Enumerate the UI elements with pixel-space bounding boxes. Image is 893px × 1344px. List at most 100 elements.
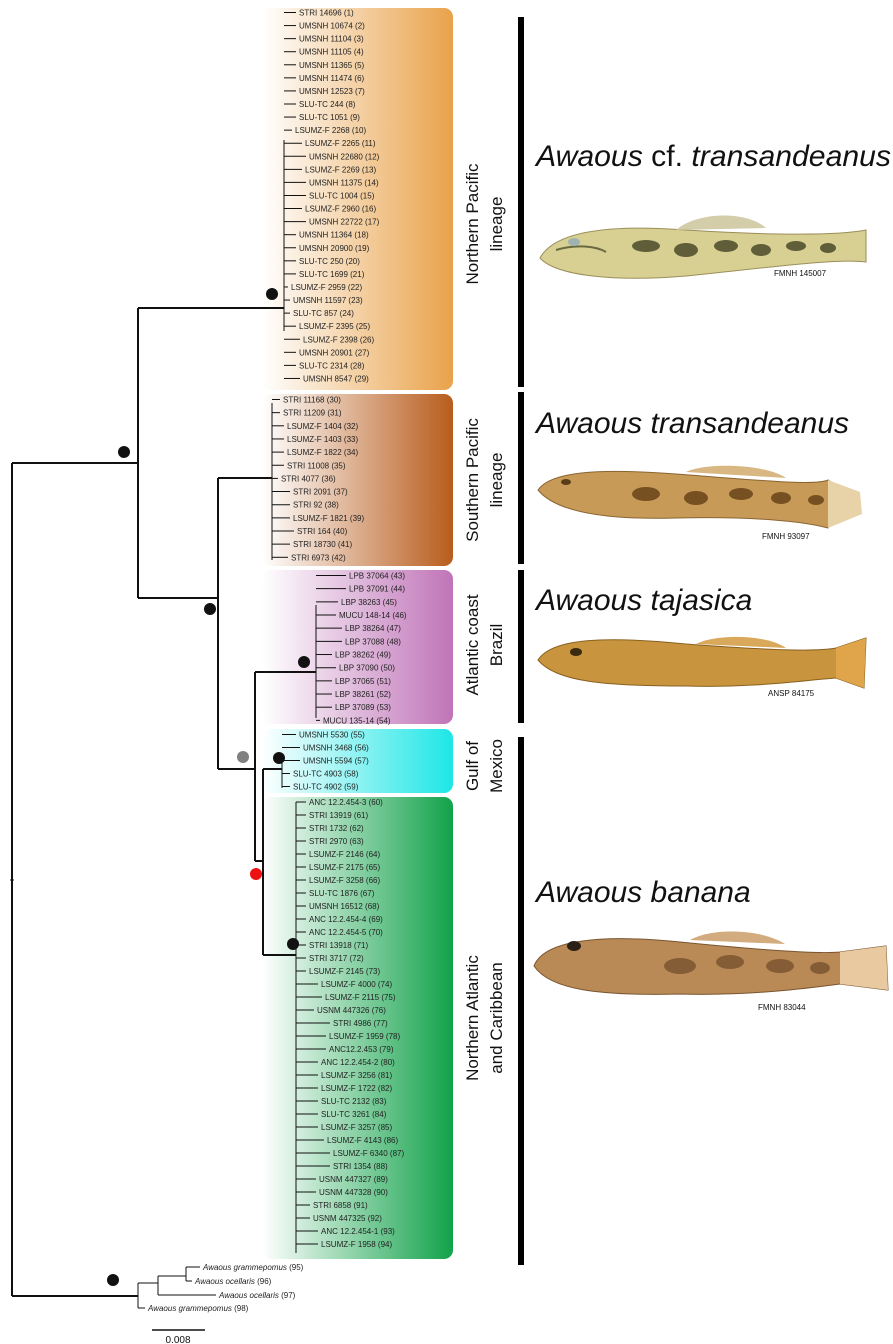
specimen-id: FMNH 145007	[774, 269, 827, 278]
clade-bar-northern-pacific	[518, 17, 524, 387]
leaf-label: ANC12.2.453 (79)	[329, 1045, 394, 1054]
leaf-label: LSUMZ-F 1722 (82)	[321, 1084, 392, 1093]
lineage-label-gulf-mexico: Gulf of Mexico	[463, 739, 506, 793]
leaf-label: ANC 12.2.454-1 (93)	[321, 1227, 395, 1236]
leaf-label: SLU-TC 2314 (28)	[299, 361, 365, 370]
leaf-label: LSUMZ-F 2146 (64)	[309, 850, 380, 859]
leaf-label: LBP 38264 (47)	[345, 624, 401, 633]
leaf-label: LSUMZ-F 2145 (73)	[309, 967, 380, 976]
leaf-label: STRI 18730 (41)	[293, 540, 352, 549]
svg-text:Gulf of: Gulf of	[463, 741, 482, 791]
leaf-label: STRI 1732 (62)	[309, 824, 364, 833]
species-name-banana: Awaous banana	[534, 876, 751, 909]
svg-text:Mexico: Mexico	[487, 739, 506, 793]
svg-text:Brazil: Brazil	[487, 624, 506, 667]
leaf-label: UMSNH 22680 (12)	[309, 152, 380, 161]
leaf-label: ANC 12.2.454-2 (80)	[321, 1058, 395, 1067]
leaf-label: SLU-TC 1051 (9)	[299, 113, 360, 122]
leaf-label: USNM 447326 (76)	[317, 1006, 386, 1015]
support-node-dot	[287, 938, 299, 950]
lineage-label-north-atlantic: Northern Atlantic and Caribbean	[463, 955, 506, 1081]
leaf-label: LSUMZ-F 3256 (81)	[321, 1071, 392, 1080]
leaf-label: LSUMZ-F 1404 (32)	[287, 422, 358, 431]
leaf-label: STRI 13918 (71)	[309, 941, 368, 950]
leaf-label: UMSNH 8547 (29)	[303, 374, 369, 383]
clade-bar-gulf-north-atlantic	[518, 737, 524, 1265]
leaf-label: USNM 447328 (90)	[319, 1188, 388, 1197]
leaf-label: UMSNH 20901 (27)	[299, 348, 370, 357]
leaf-label: UMSNH 3468 (56)	[303, 744, 369, 753]
leaf-label: UMSNH 11105 (4)	[299, 48, 364, 57]
leaf-label: SLU-TC 3261 (84)	[321, 1110, 387, 1119]
leaf-label: UMSNH 12523 (7)	[299, 87, 365, 96]
svg-text:Southern Pacific: Southern Pacific	[463, 418, 482, 542]
svg-text:lineage: lineage	[487, 453, 506, 508]
leaf-label: ANC 12.2.454-3 (60)	[309, 798, 383, 807]
leaf-label: LSUMZ-F 2398 (26)	[303, 335, 374, 344]
leaf-label: SLU-TC 4903 (58)	[293, 770, 359, 779]
support-node-dot-grey	[237, 751, 249, 763]
leaf-label: SLU-TC 4902 (59)	[293, 783, 359, 792]
leaf-label: STRI 6858 (91)	[313, 1201, 368, 1210]
support-node-dot	[118, 446, 130, 458]
leaf-label: LSUMZ-F 3257 (85)	[321, 1123, 392, 1132]
leaf-label: LBP 37089 (53)	[335, 703, 391, 712]
leaf-label: LBP 38263 (45)	[341, 598, 397, 607]
outgroup-label: Awaous ocellaris (96)	[194, 1277, 272, 1286]
leaf-label: LSUMZ-F 2268 (10)	[295, 126, 366, 135]
leaf-label: SLU-TC 250 (20)	[299, 257, 360, 266]
specimen-id: FMNH 93097	[762, 532, 810, 541]
support-node-dot	[266, 288, 278, 300]
leaf-label: LBP 37088 (48)	[345, 637, 401, 646]
leaf-label: LSUMZ-F 2269 (13)	[305, 165, 376, 174]
specimen-id: ANSP 84175	[768, 689, 815, 698]
leaf-label: STRI 14696 (1)	[299, 9, 354, 18]
outgroup-label: Awaous ocellaris (97)	[218, 1291, 296, 1300]
svg-text:Atlantic coast: Atlantic coast	[463, 594, 482, 695]
leaf-label: USNM 447327 (89)	[319, 1175, 388, 1184]
scale-bar-label: 0.008	[165, 1335, 190, 1344]
leaf-label: LSUMZ-F 1822 (34)	[287, 448, 358, 457]
leaf-label: UMSNH 10674 (2)	[299, 22, 365, 31]
leaf-label: LPB 37091 (44)	[349, 585, 405, 594]
species-name-transandeanus: Awaous transandeanus	[534, 407, 849, 440]
leaf-label: USNM 447325 (92)	[313, 1214, 382, 1223]
leaf-label: STRI 13919 (61)	[309, 811, 368, 820]
leaf-label: LSUMZ-F 1821 (39)	[293, 514, 364, 523]
clade-bar-atlantic-brazil	[518, 570, 524, 723]
leaf-label: STRI 4986 (77)	[333, 1019, 388, 1028]
leaf-label: UMSNH 11474 (6)	[299, 74, 365, 83]
specimen-id: FMNH 83044	[758, 1003, 806, 1012]
leaf-label: LSUMZ-F 2175 (65)	[309, 863, 380, 872]
svg-text:and Caribbean: and Caribbean	[487, 962, 506, 1074]
leaf-label: UMSNH 16512 (68)	[309, 902, 380, 911]
leaf-label: LSUMZ-F 2265 (11)	[305, 139, 376, 148]
leaf-label: LBP 37065 (51)	[335, 677, 391, 686]
leaf-label: UMSNH 11364 (18)	[299, 231, 369, 240]
leaf-label: ANC 12.2.454-4 (69)	[309, 915, 383, 924]
leaf-label: STRI 92 (38)	[293, 501, 339, 510]
leaf-label: LBP 38262 (49)	[335, 651, 391, 660]
leaf-label: SLU-TC 2132 (83)	[321, 1097, 387, 1106]
leaf-label: SLU-TC 244 (8)	[299, 100, 356, 109]
leaf-label: STRI 6973 (42)	[291, 553, 346, 562]
leaf-label: UMSNH 5594 (57)	[303, 757, 369, 766]
svg-text:lineage: lineage	[487, 197, 506, 252]
leaf-label: LSUMZ-F 1959 (78)	[329, 1032, 400, 1041]
svg-text:Northern Atlantic: Northern Atlantic	[463, 955, 482, 1081]
clade-bar-southern-pacific	[518, 392, 524, 564]
leaf-label: STRI 11209 (31)	[283, 409, 342, 418]
leaf-label: LSUMZ-F 2959 (22)	[291, 283, 362, 292]
support-node-dot	[298, 656, 310, 668]
leaf-label: SLU-TC 1876 (67)	[309, 889, 375, 898]
outgroup-label: Awaous grammepomus (98)	[147, 1304, 249, 1313]
leaf-label: STRI 11168 (30)	[283, 396, 341, 405]
lineage-label-northern-pacific: Northern Pacific lineage	[463, 163, 506, 284]
leaf-label: UMSNH 11375 (14)	[309, 178, 379, 187]
leaf-label: STRI 2970 (63)	[309, 837, 364, 846]
leaf-label: UMSNH 22722 (17)	[309, 218, 380, 227]
leaf-label: SLU-TC 1699 (21)	[299, 270, 365, 279]
leaf-label: LSUMZ-F 4143 (86)	[327, 1136, 398, 1145]
support-node-dot	[107, 1274, 119, 1286]
